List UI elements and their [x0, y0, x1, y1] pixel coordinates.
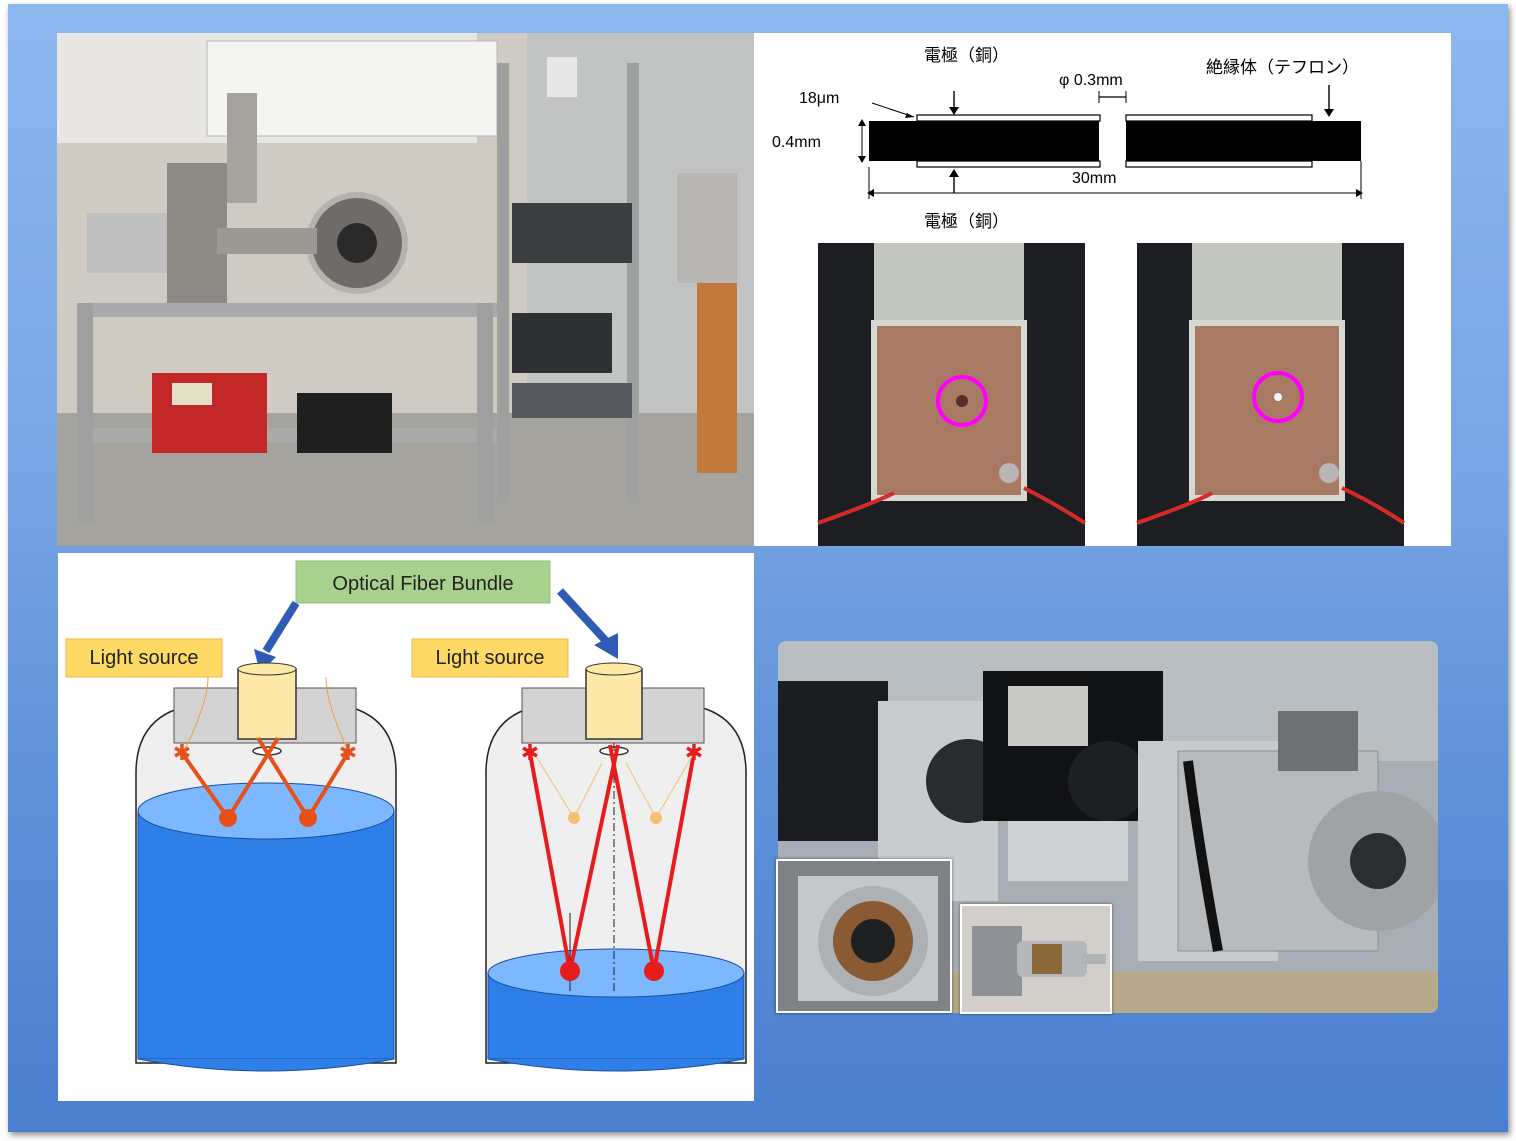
stator-inset-photo [776, 859, 952, 1013]
hole-diameter-label: φ 0.3mm [1059, 72, 1123, 89]
lab-apparatus-photo [57, 33, 754, 546]
electrode-top-label: 電極（銅） [924, 46, 1009, 66]
rotor-inset-photo [960, 904, 1112, 1014]
width-label: 30mm [1072, 170, 1116, 187]
thickness-label: 0.4mm [772, 134, 821, 151]
fiber-bundle-label: Optical Fiber Bundle [332, 573, 513, 595]
optical-fiber-diagram: Optical Fiber Bundle Light source Light … [58, 553, 754, 1101]
svg-text:✱: ✱ [521, 740, 539, 765]
electrode-photo-before [817, 243, 1087, 546]
container-left: ✱ ✱ [135, 662, 397, 1072]
light-source-label-right: Light source [436, 647, 545, 669]
electrode-panel: 電極（銅） 電極（銅） φ 0.3mm 絶縁体（テフロン） 18μm 0.4mm… [754, 33, 1451, 546]
arrow-right-icon [594, 633, 618, 659]
electrode-bottom-label: 電極（銅） [924, 212, 1009, 232]
foil-thickness-label: 18μm [799, 90, 839, 107]
svg-text:✱: ✱ [339, 740, 357, 765]
container-right: ✱ ✱ [485, 662, 747, 1072]
electrode-photo-after [1136, 243, 1406, 546]
svg-text:✱: ✱ [173, 740, 191, 765]
light-source-label-left: Light source [90, 647, 199, 669]
svg-text:✱: ✱ [685, 740, 703, 765]
electrode-cross-section [858, 85, 1363, 199]
insulator-label: 絶縁体（テフロン） [1206, 58, 1359, 78]
